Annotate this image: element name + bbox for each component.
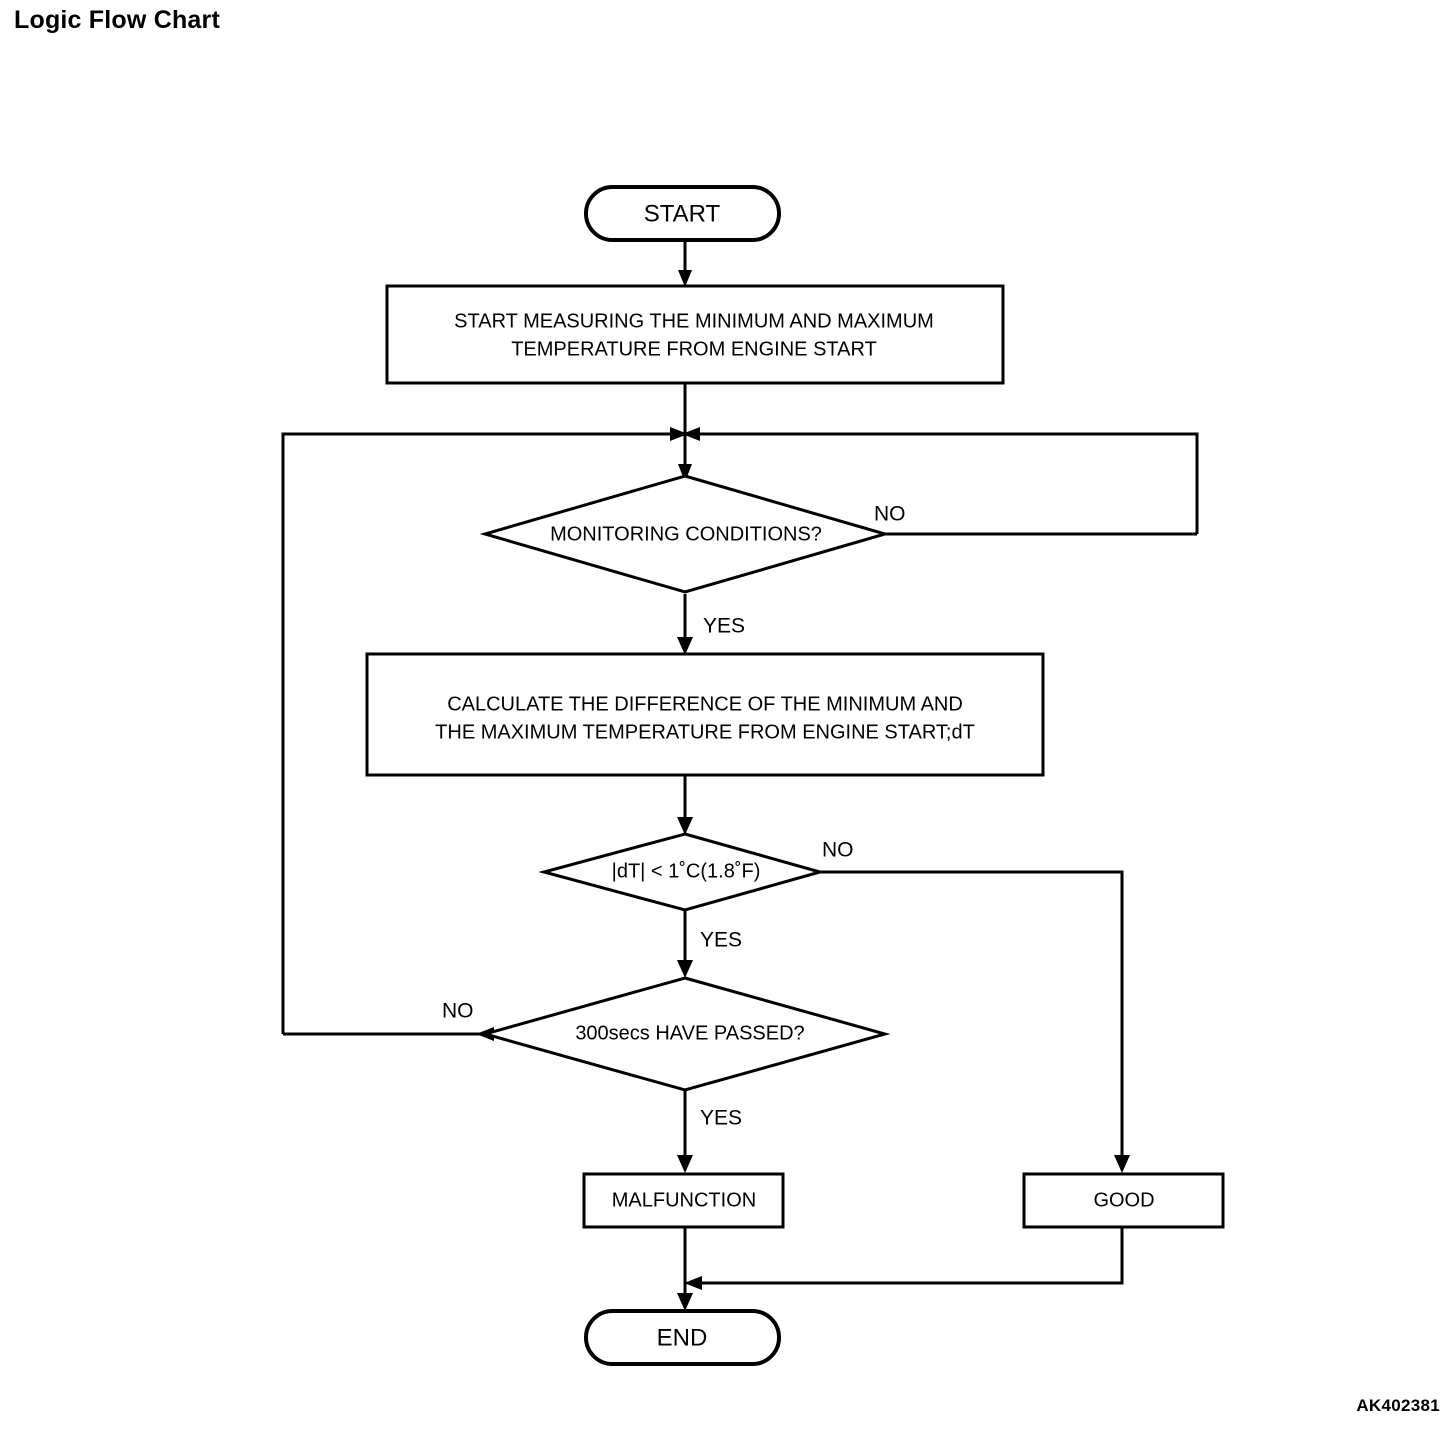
- node-dt-check-label: |dT| < 1˚C(1.8˚F): [612, 860, 761, 882]
- page-title: Logic Flow Chart: [14, 6, 220, 34]
- node-measure[interactable]: START MEASURING THE MINIMUM AND MAXIMUM …: [385, 284, 1005, 385]
- edge-time-yes-to-malfunction: [677, 1090, 693, 1173]
- node-start-label: START: [644, 200, 721, 227]
- node-calculate[interactable]: CALCULATE THE DIFFERENCE OF THE MINIMUM …: [365, 652, 1045, 777]
- node-time-check-label: 300secs HAVE PASSED?: [575, 1022, 804, 1044]
- node-calculate-line1: CALCULATE THE DIFFERENCE OF THE MINIMUM …: [447, 693, 963, 715]
- edge-label-dt-yes: YES: [700, 929, 742, 952]
- edge-dt-yes-to-time: [677, 910, 693, 978]
- node-measure-line1: START MEASURING THE MINIMUM AND MAXIMUM: [454, 310, 934, 332]
- node-measure-line2: TEMPERATURE FROM ENGINE START: [511, 338, 877, 360]
- edge-label-dt-no: NO: [822, 839, 854, 862]
- edge-label-monitoring-yes: YES: [703, 615, 745, 638]
- node-monitoring-label: MONITORING CONDITIONS?: [550, 523, 822, 545]
- feedback-loop-bus: [281, 427, 1199, 1034]
- edge-start-to-measure: [678, 240, 692, 287]
- edge-malfunction-to-end: [677, 1227, 693, 1311]
- node-time-check[interactable]: 300secs HAVE PASSED?: [479, 976, 891, 1092]
- edge-measure-to-monitoring: [678, 383, 692, 482]
- node-malfunction[interactable]: MALFUNCTION: [582, 1172, 785, 1229]
- edge-monitoring-yes: [677, 594, 693, 655]
- edge-good-to-end: [684, 1227, 1124, 1290]
- node-monitoring[interactable]: MONITORING CONDITIONS?: [479, 474, 891, 594]
- node-dt-check[interactable]: |dT| < 1˚C(1.8˚F): [538, 832, 826, 912]
- node-end-label: END: [657, 1324, 708, 1351]
- node-end[interactable]: END: [584, 1309, 781, 1366]
- reference-code: AK402381: [1356, 1396, 1440, 1415]
- node-good-label: GOOD: [1093, 1189, 1154, 1211]
- node-start[interactable]: START: [584, 185, 781, 242]
- edge-label-monitoring-no: NO: [874, 503, 906, 526]
- edge-time-no: [283, 1027, 494, 1041]
- edge-dt-no-to-good: [820, 870, 1130, 1173]
- edge-label-time-no: NO: [442, 1000, 474, 1023]
- edge-calculate-to-dt: [677, 775, 693, 835]
- node-calculate-line2: THE MAXIMUM TEMPERATURE FROM ENGINE STAR…: [435, 721, 975, 743]
- edge-label-time-yes: YES: [700, 1107, 742, 1130]
- node-malfunction-label: MALFUNCTION: [612, 1189, 756, 1211]
- node-good[interactable]: GOOD: [1022, 1172, 1225, 1229]
